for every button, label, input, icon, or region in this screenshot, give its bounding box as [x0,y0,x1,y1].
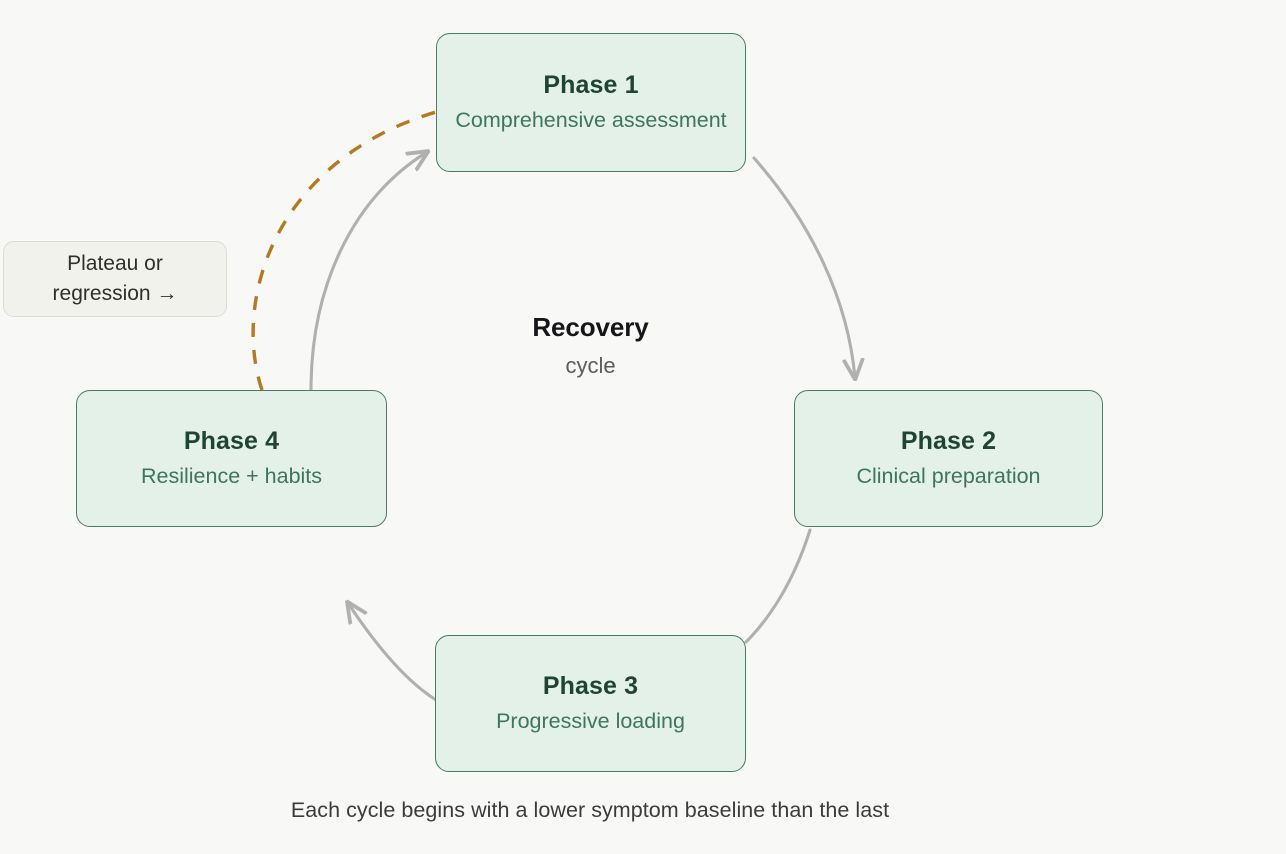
edge-phase4-to-phase1 [309,152,427,392]
node-phase3[interactable]: Phase 3 Progressive loading [435,635,746,772]
edge-phase4-to-phase1-dashed [251,110,437,391]
node-phase4[interactable]: Phase 4 Resilience + habits [76,390,387,527]
node-phase1-subtitle: Comprehensive assessment [455,108,727,133]
edge-phase2-to-phase3 [744,528,812,644]
node-phase1[interactable]: Phase 1 Comprehensive assessment [436,33,746,172]
node-phase1-title: Phase 1 [543,70,639,99]
node-phase2-title: Phase 2 [900,426,997,455]
node-phase4-title: Phase 4 [183,426,280,455]
cycle-center-title: Recovery [532,312,649,342]
node-phase2-subtitle: Clinical preparation [856,464,1041,489]
node-phase2[interactable]: Phase 2 Clinical preparation [794,390,1103,527]
cycle-center-subtitle: cycle [565,352,616,378]
cycle-center-label: Recovery cycle [443,313,738,378]
plateau-note-line-1: Plateau or [67,252,163,276]
node-phase3-subtitle: Progressive loading [496,709,685,734]
node-plateau-or-regression[interactable]: Plateau or regression → [3,241,227,317]
diagram-caption: Each cycle begins with a lower symptom b… [290,798,890,822]
node-phase3-title: Phase 3 [542,671,639,700]
plateau-note-line-2: regression → [52,282,178,305]
edge-phase3-to-phase4 [348,603,438,702]
edge-phase1-to-phase2 [752,156,855,378]
node-phase4-subtitle: Resilience + habits [140,464,323,489]
